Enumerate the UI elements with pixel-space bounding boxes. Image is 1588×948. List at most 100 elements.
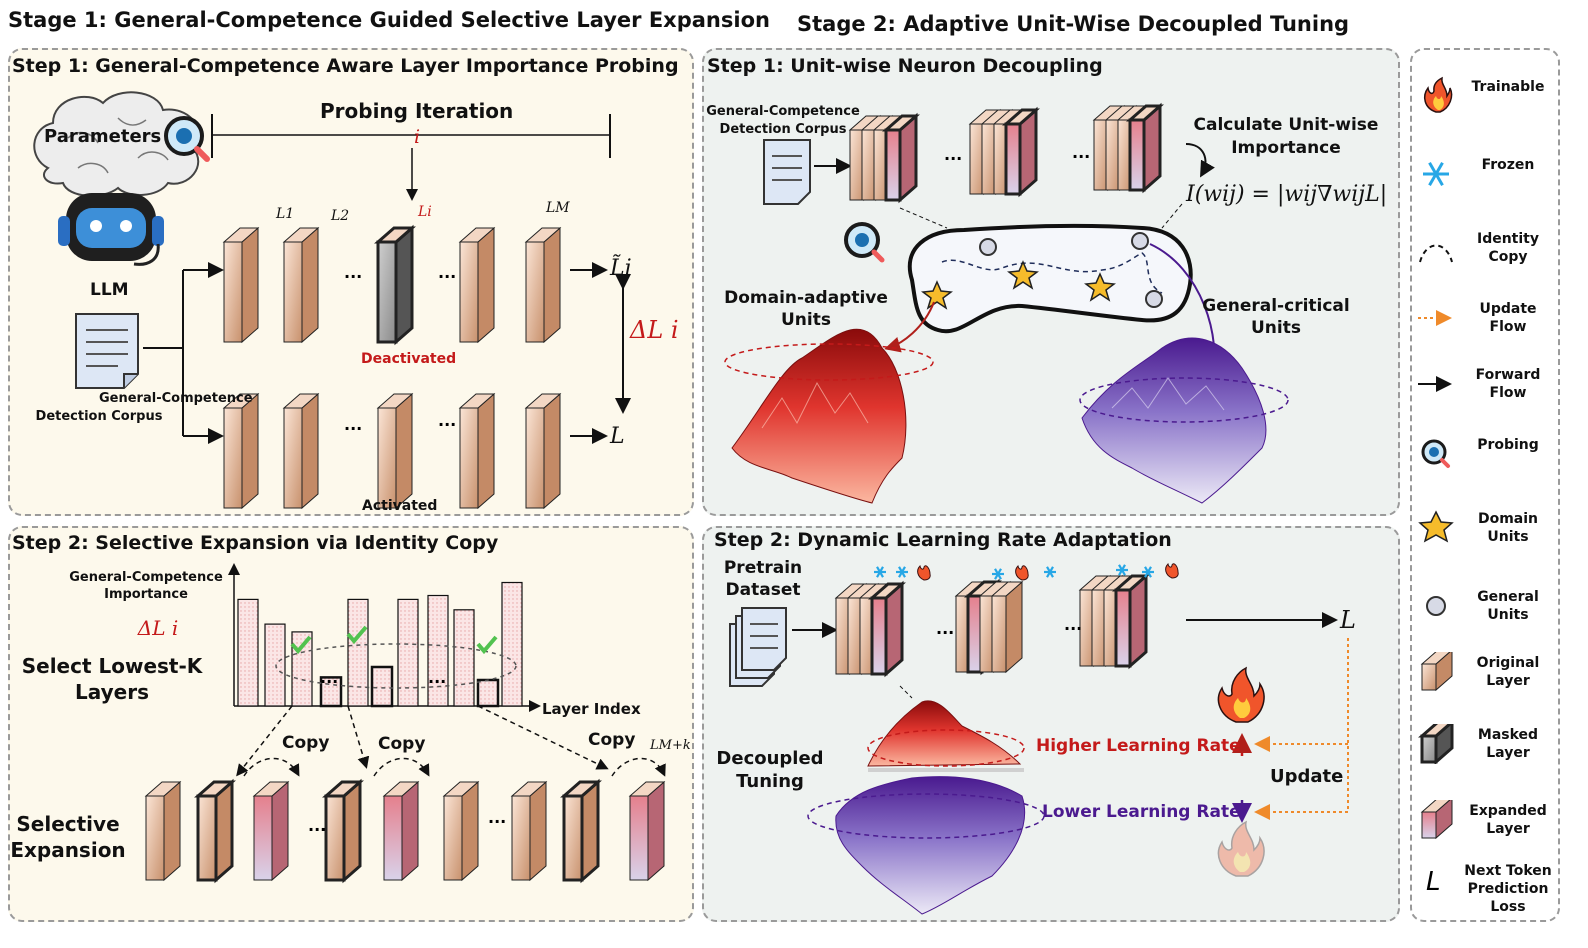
snowflake-icon [1423,161,1449,187]
importance-bar [397,598,419,707]
loss-label: L [610,424,625,449]
svg-text:...: ... [428,668,446,687]
original-layer [222,226,260,344]
original-layer [282,392,320,510]
original-layer [282,226,320,344]
fire-icon [1165,563,1179,579]
stage1-step1-diagram: ...... ...... [33,91,631,510]
brain-icon [33,91,200,197]
stage1-step2-diagram: ... ... ... ... [144,563,666,884]
svg-text:...: ... [1064,615,1082,634]
original-layer [458,392,496,510]
deactivated-label: Deactivated [361,351,457,367]
llm-label: LLM [90,280,129,300]
selective-line2: Expansion [10,838,126,862]
importance-bar [237,598,259,707]
domain-units-line2: Units [781,310,831,330]
magnifier-icon [164,116,210,162]
purple-mountain-plot [1079,337,1289,504]
expanded-layer-icon [1420,800,1453,840]
snowflake-icon [1116,564,1128,576]
importance-bar [453,609,475,707]
general-units-line1: General-critical [1202,296,1350,316]
fire-icon [1217,666,1265,723]
snowflake-icon [992,568,1004,580]
layer-label-l1: L1 [276,206,295,222]
stage2-step1-title: Step 1: Unit-wise Neuron Decoupling [707,55,1103,77]
svg-text:...: ... [344,263,362,282]
fire-faded-icon [1217,820,1265,877]
snowflake-icon [1044,566,1056,578]
svg-text:...: ... [936,619,954,638]
importance-bar [264,623,286,707]
layer-label-li: Li [418,204,432,220]
s2-loss-label: L [1340,606,1356,634]
masked-layer-icon [1418,724,1454,764]
masked-layer [374,224,416,346]
selective-line1: Selective [16,812,120,836]
expanded-layer [1002,106,1040,198]
importance-bar [347,598,369,707]
s1-corpus-line1: General-Competence [99,391,253,406]
expanded-layer [882,112,920,204]
expanded-layer [868,580,906,678]
original-layer [322,778,364,884]
legend-item: Probing [1410,434,1560,504]
legend-label: Forward Flow [1475,367,1541,401]
magnifier-icon [1421,439,1450,468]
legend-label: Probing [1477,437,1539,453]
dashed-arc-icon [1419,244,1453,263]
robot-icon [58,193,164,266]
svg-text:...: ... [320,668,338,687]
fire-icon [1423,76,1453,113]
legend-label: Update Flow [1479,301,1537,335]
s2-corpus-line1: General-Competence [706,104,860,119]
svg-text:...: ... [488,808,506,827]
legend-item: Trainable [1410,76,1560,146]
pretrain-line1: Pretrain [723,558,803,578]
importance-bar [370,665,394,708]
legend-label: Original Layer [1476,655,1540,689]
expanded-layer [628,780,666,882]
fire-icon [1015,565,1029,581]
original-layer [510,780,548,882]
s2-delta-loss: ΔL i [137,616,179,640]
calc-line2: Importance [1231,138,1341,158]
legend-label: Next Token Prediction Loss [1464,863,1552,915]
importance-bar [427,594,449,707]
original-layer [458,226,496,344]
legend-item: Expanded Layer [1410,800,1560,870]
stage2-title: Stage 2: Adaptive Unit-Wise Decoupled Tu… [797,12,1350,36]
delta-loss-label: ΔL i [630,316,679,344]
original-layer-icon [1420,652,1453,692]
stage2-step1-diagram: ... ... [724,102,1289,504]
calc-line1: Calculate Unit-wise [1193,115,1379,135]
legend-item: Forward Flow [1410,364,1560,434]
expanded-layer [252,780,290,882]
legend-label: Frozen [1481,157,1535,173]
layer-index-label: Layer Index [542,700,641,718]
decoupled-line2: Tuning [736,771,804,792]
copy-label-3: Copy [588,730,636,750]
importance-bar [291,631,313,707]
activated-label: Activated [362,498,438,514]
original-layer [1420,652,1453,692]
original-layer [560,778,602,884]
lower-lr-label: Lower Learning Rate [1042,802,1241,822]
general-units-line2: Units [1251,318,1301,338]
domain-star-icons [921,260,1116,310]
red-mountain-plot [867,700,1025,767]
importance-line2: Importance [104,587,188,602]
document-icon [75,313,139,389]
svg-text:...: ... [944,145,962,164]
red-mountain-plot [724,328,934,504]
stage2-step2-panel [702,526,1400,922]
copy-label-2: Copy [378,734,426,754]
legend-item: Frozen [1410,154,1560,224]
stage1-title: Stage 1: General-Competence Guided Selec… [8,8,770,32]
snowflake-icon [874,566,886,578]
original-layer [222,392,260,510]
svg-text:...: ... [438,263,456,282]
expanded-layer [1420,800,1453,840]
